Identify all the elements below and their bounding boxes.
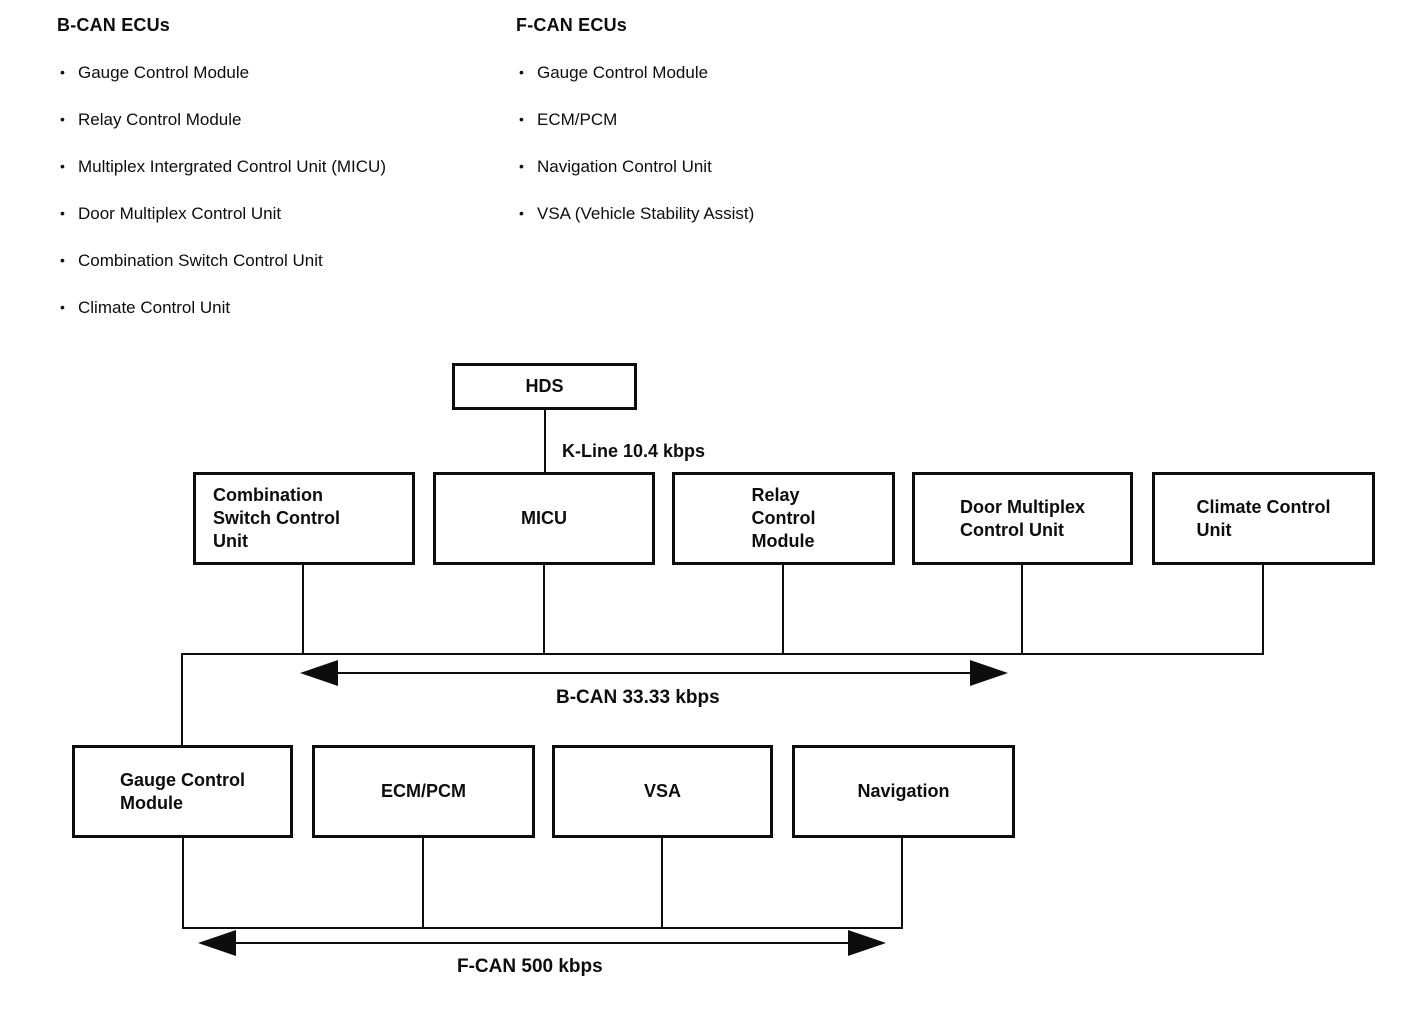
node-label: Door Multiplex Control Unit	[960, 496, 1085, 540]
f-can-bus-line	[182, 927, 903, 929]
legend-b-can-title: B-CAN ECUs	[57, 15, 171, 35]
node-hds: HDS	[452, 363, 637, 410]
legend-item: VSA (Vehicle Stability Assist)	[516, 203, 936, 224]
node-ecm-pcm: ECM/PCM	[312, 745, 535, 838]
b-can-bus-line	[181, 653, 1264, 655]
f-can-double-arrow	[198, 930, 886, 956]
node-vsa: VSA	[552, 745, 773, 838]
legend-f-can-ecus: F-CAN ECUs Gauge Control Module ECM/PCM …	[516, 14, 936, 224]
legend-item: Multiplex Intergrated Control Unit (MICU…	[57, 156, 507, 177]
node-navigation: Navigation	[792, 745, 1015, 838]
k-line-connector	[544, 408, 546, 474]
node-door-multiplex-control-unit: Door Multiplex Control Unit	[912, 472, 1133, 565]
legend-item: Navigation Control Unit	[516, 156, 936, 177]
node-label: Navigation	[857, 781, 950, 801]
connector-b-can-to-gauge	[181, 653, 183, 747]
connector-climate	[1262, 563, 1264, 655]
legend-item: ECM/PCM	[516, 109, 936, 130]
node-hds-label: HDS	[525, 376, 564, 396]
b-can-bus-label: B-CAN 33.33 kbps	[556, 687, 720, 708]
f-can-bus-label: F-CAN 500 kbps	[457, 956, 603, 977]
node-gauge-control-module: Gauge Control Module	[72, 745, 293, 838]
connector-navigation	[901, 836, 903, 929]
legend-item: Combination Switch Control Unit	[57, 250, 507, 271]
k-line-label: K-Line 10.4 kbps	[562, 441, 706, 461]
connector-micu	[543, 563, 545, 655]
node-label: ECM/PCM	[381, 781, 466, 801]
node-label: Relay Control Module	[751, 485, 816, 551]
legend-b-can-list: Gauge Control Module Relay Control Modul…	[57, 62, 507, 318]
legend-item: Relay Control Module	[57, 109, 507, 130]
connector-relay	[782, 563, 784, 655]
node-label: Gauge Control Module	[120, 769, 245, 813]
node-combination-switch-control-unit: Combination Switch Control Unit	[193, 472, 415, 565]
node-label: Combination Switch Control Unit	[213, 485, 340, 551]
legend-b-can-ecus: B-CAN ECUs Gauge Control Module Relay Co…	[57, 14, 507, 318]
legend-item: Door Multiplex Control Unit	[57, 203, 507, 224]
node-climate-control-unit: Climate Control Unit	[1152, 472, 1375, 565]
arrowhead-right-icon	[970, 660, 1008, 686]
arrowhead-left-icon	[198, 930, 236, 956]
arrow-shaft	[232, 942, 852, 944]
connector-combination-switch	[302, 563, 304, 655]
arrowhead-right-icon	[848, 930, 886, 956]
arrowhead-left-icon	[300, 660, 338, 686]
connector-gauge	[182, 836, 184, 929]
legend-item: Gauge Control Module	[516, 62, 936, 83]
node-relay-control-module: Relay Control Module	[672, 472, 895, 565]
node-micu: MICU	[433, 472, 655, 565]
node-label: Climate Control Unit	[1196, 496, 1331, 540]
b-can-double-arrow	[300, 660, 1008, 686]
connector-door-multiplex	[1021, 563, 1023, 655]
legend-f-can-title: F-CAN ECUs	[516, 15, 628, 35]
arrow-shaft	[334, 672, 974, 674]
node-label: MICU	[521, 508, 567, 528]
connector-vsa	[661, 836, 663, 929]
connector-ecm-pcm	[422, 836, 424, 929]
node-label: VSA	[643, 781, 681, 801]
legend-f-can-list: Gauge Control Module ECM/PCM Navigation …	[516, 62, 936, 224]
legend-item: Gauge Control Module	[57, 62, 507, 83]
legend-item: Climate Control Unit	[57, 297, 507, 318]
